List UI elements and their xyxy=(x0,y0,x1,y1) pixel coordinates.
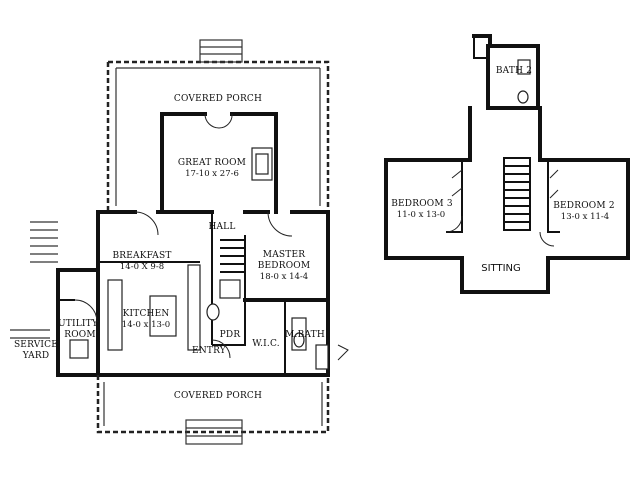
breakfast-label: BREAKFAST xyxy=(112,251,171,261)
kitchen-counter xyxy=(107,279,123,351)
master-bath-fixtures xyxy=(291,317,349,370)
front-steps xyxy=(185,419,243,445)
rear-porch-label: COVERED PORCH xyxy=(174,94,262,104)
master-bedroom-size: 18-0 x 14-4 xyxy=(260,272,308,282)
breakfast-size: 14-0 X 9-8 xyxy=(120,262,164,272)
rear-porch xyxy=(106,39,330,212)
wic-label: W.I.C. xyxy=(252,339,280,349)
hall-label: HALL xyxy=(208,222,235,232)
main-walls xyxy=(96,210,330,377)
service-yard-label-1: SERVICE xyxy=(14,340,58,350)
utility-room-label-2: ROOM xyxy=(64,330,96,340)
bedroom2-label: BEDROOM 2 xyxy=(553,201,615,211)
front-porch xyxy=(96,375,330,445)
kitchen-label: KITCHEN xyxy=(123,309,170,319)
entry-label: ENTRY xyxy=(192,346,227,356)
stair-core xyxy=(468,106,542,231)
second-floor-plan: BATH 2 BEDROOM 3 11-0 x 13-0 BEDROOM 2 1… xyxy=(384,34,630,294)
utility-wing xyxy=(10,221,100,377)
bath2-label: BATH 2 xyxy=(496,66,532,76)
bedroom3-walls xyxy=(384,158,630,294)
great-room-label: GREAT ROOM xyxy=(178,158,246,168)
great-room-size: 17-10 x 27-6 xyxy=(185,169,239,179)
first-floor-plan: COVERED PORCH GREAT ROOM 17-10 x 27-6 HA… xyxy=(10,39,349,445)
stair xyxy=(503,157,531,231)
pdr-toilet xyxy=(219,279,241,299)
pdr-label: PDR xyxy=(220,330,241,340)
kitchen-size: 14-0 x 13-0 xyxy=(122,320,170,330)
rear-steps xyxy=(199,39,243,63)
mbath-label: M.BATH xyxy=(285,330,325,340)
master-bedroom-label-1: MASTER xyxy=(263,250,305,260)
bedroom2-size: 13-0 x 11-4 xyxy=(561,212,609,222)
bedroom3-size: 11-0 x 13-0 xyxy=(397,210,445,220)
service-yard-label-2: YARD xyxy=(22,351,50,361)
bedroom3-label: BEDROOM 3 xyxy=(391,199,453,209)
master-bedroom-label-2: BEDROOM xyxy=(258,261,311,271)
sitting-label: SITTING xyxy=(481,263,521,274)
bedroom2-walls xyxy=(539,160,560,247)
kitchen-island xyxy=(149,295,177,337)
bath2-walls xyxy=(472,34,540,110)
front-porch-label: COVERED PORCH xyxy=(174,391,262,401)
great-room-walls xyxy=(160,112,278,214)
utility-room-label-1: UTILITY xyxy=(58,319,99,329)
